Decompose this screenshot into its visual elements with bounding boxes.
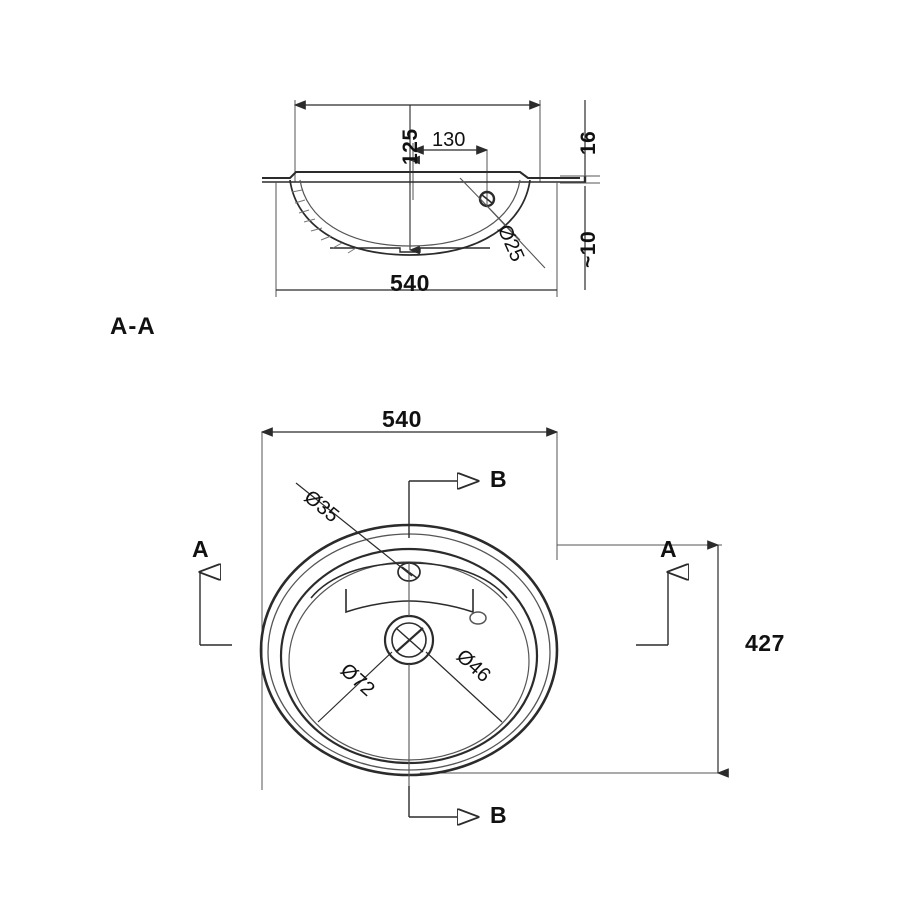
view-label-a-a: A-A (110, 313, 156, 340)
plan-right-dimension (420, 540, 729, 778)
section-mark-a-left (200, 572, 232, 646)
section-bottom-dimension (275, 182, 558, 297)
section-mark-label-b-top: B (490, 466, 507, 492)
dimension-540-section: 540 (390, 270, 430, 296)
plan-top-dimension (260, 427, 559, 790)
dimension-depth-approx: ~10 (577, 230, 600, 268)
section-view-group (262, 100, 600, 297)
section-mark-b-bottom (408, 786, 478, 817)
plan-view-group (200, 427, 729, 817)
section-mark-b-top (408, 481, 478, 538)
section-mark-a-right (636, 572, 668, 646)
basin-section-outline (262, 170, 585, 269)
section-mark-label-a-left: A (192, 536, 209, 562)
section-mark-label-a-right: A (660, 536, 677, 562)
dimension-427: 427 (745, 630, 785, 656)
section-mark-label-b-bottom: B (490, 802, 507, 828)
dimension-130: 130 (432, 129, 466, 151)
dimension-540-plan: 540 (382, 406, 422, 432)
section-right-dimensions (560, 100, 600, 290)
dimension-16: 16 (577, 130, 600, 155)
dimension-125: 125 (399, 128, 422, 165)
